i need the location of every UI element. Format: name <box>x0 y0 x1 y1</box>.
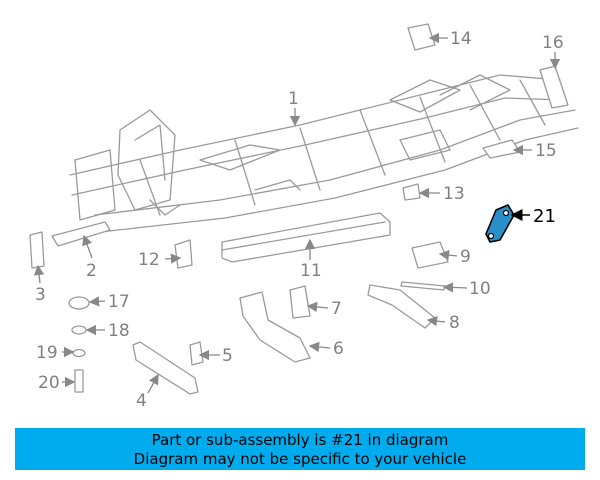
part-3-plate <box>29 231 45 269</box>
callout-1: 1 <box>288 89 299 109</box>
callout-7: 7 <box>331 299 342 319</box>
part-7-bracket <box>289 285 311 319</box>
info-banner: Part or sub-assembly is #21 in diagram D… <box>15 428 585 470</box>
part-15-mount <box>482 139 521 159</box>
callout-14: 14 <box>450 29 472 49</box>
callout-13: 13 <box>443 184 465 204</box>
callout-12: 12 <box>138 250 160 270</box>
part-19-washer <box>72 348 86 358</box>
part-18-washer <box>71 325 87 335</box>
callout-15: 15 <box>535 141 557 161</box>
part-21-highlighted-bracket <box>485 204 515 243</box>
part-10-strip <box>400 281 446 291</box>
callout-2: 2 <box>86 261 97 281</box>
part-13-mount <box>402 183 421 201</box>
callout-17: 17 <box>108 292 130 312</box>
callout-11: 11 <box>300 261 322 281</box>
part-2-bracket <box>51 221 111 247</box>
callout-19: 19 <box>36 343 58 363</box>
part-14-mount <box>407 23 436 51</box>
banner-line-1: Part or sub-assembly is #21 in diagram <box>151 431 449 449</box>
part-8-crossmember <box>367 284 436 329</box>
part-12-bracket <box>174 239 193 269</box>
callout-10: 10 <box>469 279 491 299</box>
callout-3: 3 <box>35 285 46 305</box>
callout-21: 21 <box>533 206 556 227</box>
callout-9: 9 <box>460 247 471 267</box>
part-4-brace <box>132 341 199 395</box>
callout-8: 8 <box>449 313 460 333</box>
callout-20: 20 <box>38 373 60 393</box>
part-9-bracket <box>411 241 449 269</box>
callout-6: 6 <box>333 339 344 359</box>
parts-diagram: 1 2 3 4 5 6 7 8 9 10 11 12 13 14 15 16 1… <box>29 23 579 411</box>
part-17-nut <box>68 296 90 310</box>
callout-18: 18 <box>108 321 130 341</box>
part-20-bolt <box>74 369 84 393</box>
part-6-crossmember <box>239 291 311 363</box>
callout-5: 5 <box>222 346 233 366</box>
banner-line-2: Diagram may not be specific to your vehi… <box>133 450 467 468</box>
callout-16: 16 <box>542 33 564 53</box>
leader-lines <box>33 32 561 394</box>
frame-assembly <box>69 74 579 233</box>
part-5-bracket <box>189 341 204 366</box>
part-11-rail <box>221 212 391 263</box>
callout-4: 4 <box>136 391 147 411</box>
callout-labels: 1 2 3 4 5 6 7 8 9 10 11 12 13 14 15 16 1… <box>35 29 564 411</box>
part-16-bracket <box>539 65 569 109</box>
